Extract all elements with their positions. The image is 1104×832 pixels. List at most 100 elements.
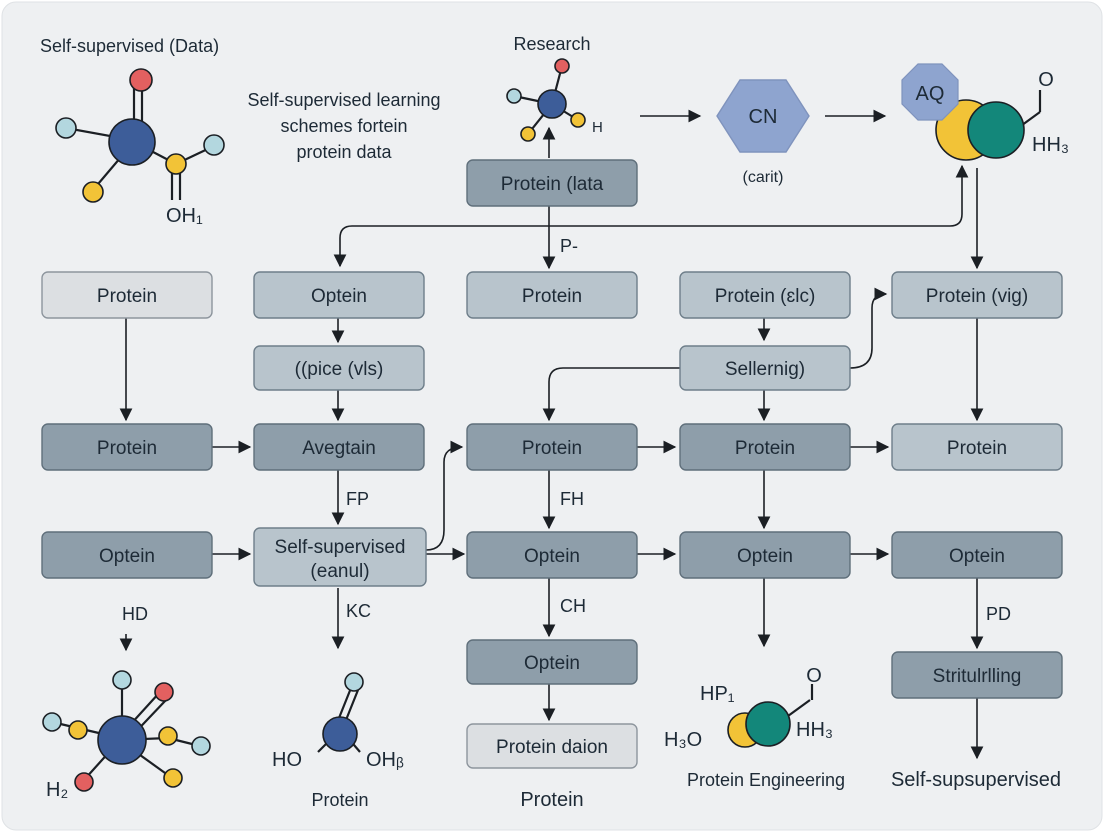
self-supsupervised-label: Self-supsupervised — [891, 769, 1061, 791]
scheme-line1: Self-supervised learning — [247, 90, 440, 110]
atom-red — [129, 68, 153, 92]
scheme-line3: protein data — [296, 142, 392, 162]
node-r1-protein-elc[interactable]: Protein (ɛlc) — [679, 271, 851, 319]
atom-blue — [97, 715, 147, 765]
atom-yellow — [165, 153, 187, 175]
fp-label: FP — [346, 489, 369, 509]
ch-label: CH — [560, 596, 586, 616]
edge-sellernig-to-vig — [849, 287, 888, 369]
node-label: ((pice (vls) — [295, 359, 384, 380]
atom-yellow — [68, 720, 88, 740]
node-label: Protein — [522, 286, 582, 307]
o-bottom-label: O — [806, 665, 822, 687]
edge-to-col3-protein — [542, 367, 680, 422]
atom-blue — [537, 89, 567, 119]
h2-label: H₂ — [46, 779, 68, 801]
node-r3-avegtain[interactable]: Avegtain — [253, 423, 425, 471]
hh3-top-label: HH₃ — [1032, 134, 1069, 156]
node-label: Optein — [524, 546, 580, 567]
hp1-label: HP₁ — [700, 683, 735, 705]
hd-label: HD — [122, 604, 148, 624]
node-r3-protein-b[interactable]: Protein — [466, 423, 638, 471]
atom-yellow — [163, 768, 183, 788]
aq-o-label: O — [1038, 69, 1054, 91]
atom-teal — [745, 701, 791, 747]
ho-label: HO — [272, 749, 302, 771]
atom-red — [554, 58, 570, 74]
node-label: Sellernig) — [725, 359, 805, 380]
edges — [119, 109, 984, 760]
atom-red — [154, 682, 174, 702]
node-label: Optein — [949, 546, 1005, 567]
node-r4-optein-c[interactable]: Optein — [679, 531, 851, 579]
node-pice-vls[interactable]: ((pice (vls) — [253, 345, 425, 391]
research-h-label: H — [592, 119, 603, 136]
oh1-label: OH₁ — [166, 205, 203, 227]
node-label: Stritulrlling — [933, 666, 1022, 687]
protein-bottom-left: Protein — [311, 790, 368, 810]
protein-engineering-label: Protein Engineering — [687, 770, 845, 790]
node-r5-optein[interactable]: Optein — [466, 639, 638, 685]
molecule-aq — [901, 63, 1042, 161]
fh-label: FH — [560, 489, 584, 509]
node-label: Optein — [524, 653, 580, 674]
node-r3-protein-d[interactable]: Protein — [891, 423, 1063, 471]
node-r4-optein-a[interactable]: Optein — [41, 531, 213, 579]
node-protein-daion[interactable]: Protein daion — [466, 723, 638, 769]
p-dash-label: P- — [560, 236, 578, 256]
node-sellernig[interactable]: Sellernig) — [679, 345, 851, 391]
atom-teal — [967, 101, 1025, 159]
h3o-label: H₃O — [664, 729, 702, 751]
atom-lightblue — [203, 134, 225, 156]
cn-label: CN — [749, 106, 778, 128]
carit-label: (carit) — [743, 169, 784, 186]
node-label: Protein (lata — [501, 174, 604, 195]
atom-yellow — [82, 181, 104, 203]
oh-bottom-label: OHᵦ — [366, 749, 404, 771]
node-label: Protein — [522, 438, 582, 459]
node-stritulrlling[interactable]: Stritulrlling — [891, 651, 1063, 699]
labels: Self-supervised (Data) OH₁ Research H Se… — [40, 34, 1069, 811]
node-protein-data[interactable]: Protein (lata — [466, 159, 638, 207]
node-r4-optein-d[interactable]: Optein — [891, 531, 1063, 579]
kc-label: KC — [346, 601, 371, 621]
node-r1-optein[interactable]: Optein — [253, 271, 425, 319]
edge-branch-to-optein — [333, 225, 549, 268]
node-label: Protein — [97, 286, 157, 307]
node-r3-protein-a[interactable]: Protein — [41, 423, 213, 471]
edge-self-to-protein-col3 — [425, 440, 464, 551]
node-r1-protein-a[interactable]: Protein — [41, 271, 213, 319]
cn-hexagon — [716, 79, 810, 153]
atom-lightblue — [55, 117, 77, 139]
node-label: Protein — [735, 438, 795, 459]
edge-branch-to-aq — [549, 164, 969, 227]
protein-bottom-center: Protein — [520, 789, 583, 811]
atom-lightblue — [344, 672, 364, 692]
node-label-line1: Self-supervised — [275, 537, 406, 558]
molecule-top-left — [55, 68, 225, 203]
node-label: Protein daion — [496, 737, 608, 758]
scheme-line2: schemes fortein — [280, 116, 407, 136]
aq-octagon — [901, 63, 959, 121]
atom-blue — [322, 716, 358, 752]
node-r1-protein-b[interactable]: Protein — [466, 271, 638, 319]
node-r3-protein-c[interactable]: Protein — [679, 423, 851, 471]
aq-label: AQ — [916, 83, 945, 105]
node-label: Optein — [737, 546, 793, 567]
node-label: Protein — [97, 438, 157, 459]
atom-blue — [108, 118, 156, 166]
atom-red — [74, 772, 94, 792]
node-label: Protein (vig) — [926, 286, 1028, 307]
node-r1-protein-vig[interactable]: Protein (vig) — [891, 271, 1063, 319]
node-label: Avegtain — [302, 438, 376, 459]
node-label: Optein — [311, 286, 367, 307]
node-r4-self-supervised[interactable]: Self-supervised (eanul) — [253, 527, 427, 587]
node-r4-optein-b[interactable]: Optein — [466, 531, 638, 579]
atom-lightblue — [42, 712, 62, 732]
hh3-bottom-label: HH₃ — [796, 719, 833, 741]
atom-yellow — [520, 126, 536, 142]
molecule-protein-engineering — [727, 684, 814, 748]
atom-yellow — [570, 112, 586, 128]
node-label: Protein — [947, 438, 1007, 459]
